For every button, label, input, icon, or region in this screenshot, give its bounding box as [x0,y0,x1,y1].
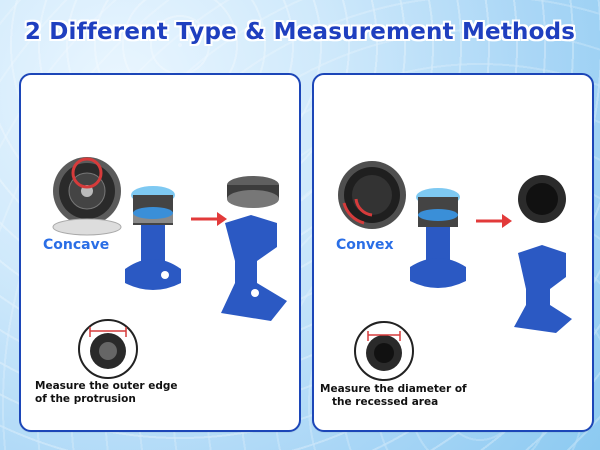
convex-panel: Convex Measure the diameter of the reces… [312,73,594,432]
concave-caption-line-2: of the protrusion [35,393,136,405]
concave-label: Concave [43,237,110,253]
concave-aerator-with-key [125,186,181,290]
concave-caption: Measure the outer edge of the protrusion [35,380,178,406]
page-title: 2 Different Type & Measurement Methods [24,19,576,45]
convex-caption-line-2: the recessed area [332,396,439,408]
concave-measure-image [78,319,138,379]
convex-aerator-with-key [410,188,466,288]
convex-arrow-icon [476,214,512,228]
convex-caption-line-1: Measure the diameter of [320,383,467,395]
convex-aerator-image [338,161,406,229]
concave-arrow-icon [191,212,227,226]
concave-disassembled-parts [221,176,287,321]
concave-aerator-image [52,157,122,236]
convex-caption: Measure the diameter of the recessed are… [320,383,467,409]
convex-label: Convex [336,237,394,253]
convex-disassembled-parts [514,175,572,333]
concave-panel: Concave Measure the outer edge of the pr… [19,73,301,432]
concave-caption-line-1: Measure the outer edge [35,380,178,392]
convex-measure-image [354,321,414,381]
